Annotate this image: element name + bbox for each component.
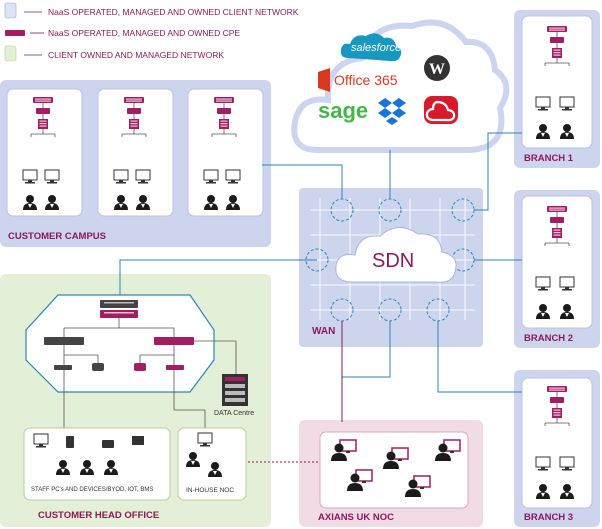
legend-item-client-network: NaaS OPERATED, MANAGED AND OWNED CLIENT … [48, 7, 299, 17]
adobe-cc-icon [424, 96, 458, 124]
customer-campus-label: CUSTOMER CAMPUS [8, 231, 106, 242]
svg-text:W: W [429, 61, 445, 78]
legend-swatch-client-network [4, 2, 17, 19]
branch2-label: BRANCH 2 [524, 333, 574, 344]
salesforce-logo-icon [340, 33, 402, 62]
data-centre-label: DATA Centre [214, 410, 255, 417]
sdn-cloud [335, 227, 457, 283]
legend-swatch-cpe [5, 30, 25, 36]
branch3-label: BRANCH 3 [524, 512, 574, 523]
wan-label: WAN [312, 326, 336, 337]
office365-icon [318, 68, 330, 92]
sdn-label: SDN [372, 250, 415, 272]
legend-swatch-client-owned [4, 45, 17, 62]
legend-item-client-owned: CLIENT OWNED AND MANAGED NETWORK [48, 50, 224, 60]
inhouse-noc-label: IN-HOUSE NOC [186, 487, 235, 494]
sage-label: sage [318, 98, 369, 123]
dropbox-icon [378, 98, 406, 125]
staff-devices-label: STAFF PC's AND DEVICES/BYOD, IOT, BMS [31, 487, 154, 493]
noc-label: AXIANS UK NOC [318, 512, 395, 523]
branch1-label: BRANCH 1 [524, 153, 574, 164]
office365-label: Office 365 [334, 72, 398, 88]
legend-item-cpe: NaaS OPERATED, MANAGED AND OWNED CPE [48, 28, 241, 38]
salesforce-label: salesforce [351, 42, 402, 54]
wordpress-icon [424, 55, 450, 81]
head-office-label: CUSTOMER HEAD OFFICE [38, 510, 160, 521]
